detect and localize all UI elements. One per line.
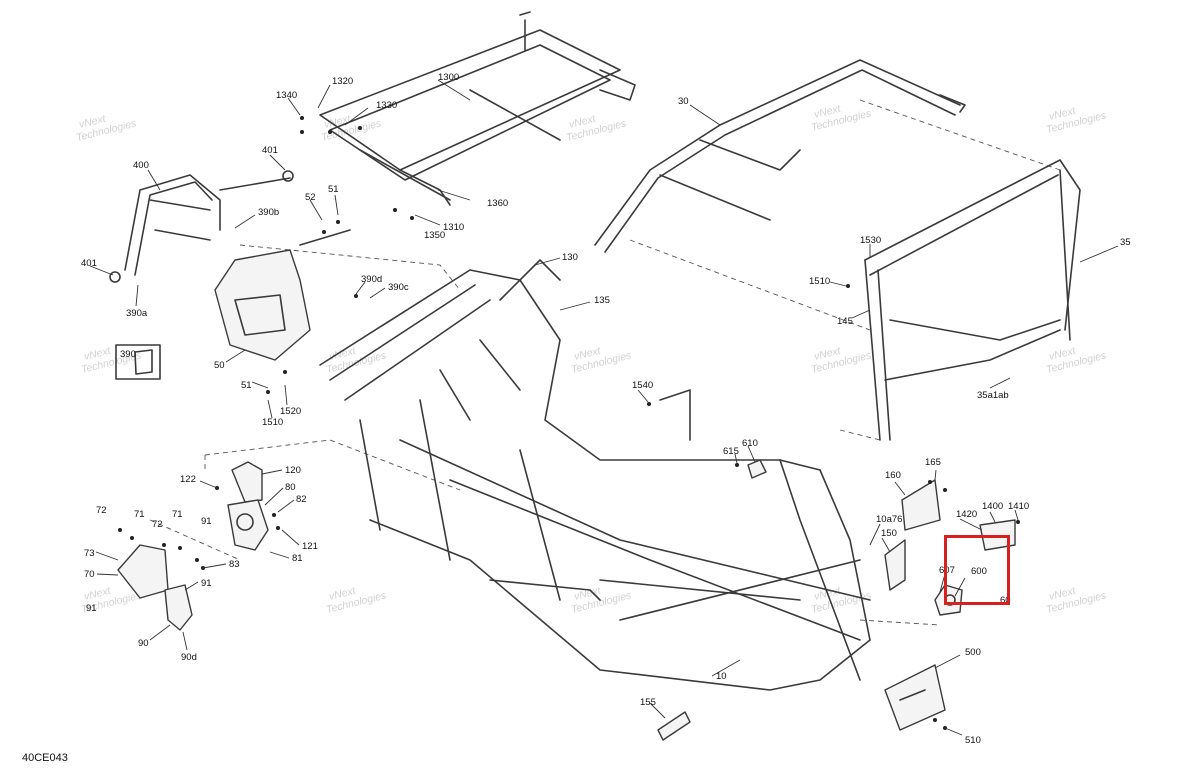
callout-51-bottom: 51	[241, 380, 252, 391]
callout-1420: 1420	[956, 509, 977, 520]
callout-510: 510	[965, 735, 981, 746]
part-120-bracket	[231, 461, 263, 503]
part-30-roof-cage	[594, 59, 966, 253]
callout-73: 73	[84, 548, 95, 559]
callout-120: 120	[285, 465, 301, 476]
callout-610: 610	[742, 438, 758, 449]
callout-30: 30	[678, 96, 689, 107]
callout-1540: 1540	[632, 380, 653, 391]
callout-401-left: 401	[81, 258, 97, 269]
part-610-mount	[747, 459, 767, 479]
callout-165: 165	[925, 457, 941, 468]
assembly-guides	[149, 99, 1061, 626]
callout-70: 70	[84, 569, 95, 580]
callout-1330: 1330	[376, 100, 397, 111]
callout-130: 130	[562, 252, 578, 263]
callout-1300: 1300	[438, 72, 459, 83]
callout-91-top: 91	[201, 516, 212, 527]
part-155-strip	[657, 711, 691, 741]
callout-390: 390	[120, 349, 136, 360]
callout-1360: 1360	[487, 198, 508, 209]
callout-1320: 1320	[332, 76, 353, 87]
callout-390a: 390a	[126, 308, 148, 319]
part-500-skid	[884, 664, 946, 731]
callout-90: 90	[138, 638, 149, 649]
callout-71-left: 71	[134, 509, 145, 520]
callout-51-top: 51	[328, 184, 339, 195]
callout-10: 10	[716, 671, 727, 682]
callout-91-mid: 91	[201, 578, 212, 589]
callout-81: 81	[292, 553, 303, 564]
callout-160: 160	[885, 470, 901, 481]
callout-82: 82	[296, 494, 307, 505]
leader-lines	[89, 79, 1119, 736]
callout-72-right: 72	[152, 519, 163, 530]
callout-122: 122	[180, 474, 196, 485]
callout-400: 400	[133, 160, 149, 171]
callout-72-left: 72	[96, 505, 107, 516]
part-1300-upper-frame	[319, 11, 636, 206]
part-50-bracket	[214, 229, 351, 361]
callout-60: 60	[1000, 595, 1011, 606]
callout-1520: 1520	[280, 406, 301, 417]
callout-83: 83	[229, 559, 240, 570]
callout-labels: 1300 1320 1340 1330 1360 1310 1350 30 40…	[81, 72, 1131, 746]
callout-50: 50	[214, 360, 225, 371]
callout-1410: 1410	[1008, 501, 1029, 512]
callout-390b: 390b	[258, 207, 279, 218]
callout-150: 150	[881, 528, 897, 539]
callout-35a1ab: 35a1ab	[977, 390, 1009, 401]
part-160-plate	[901, 479, 941, 531]
callout-35: 35	[1120, 237, 1131, 248]
callout-1530: 1530	[860, 235, 881, 246]
callout-1340: 1340	[276, 90, 297, 101]
callout-71-right: 71	[172, 509, 183, 520]
callout-500: 500	[965, 647, 981, 658]
callout-1310: 1310	[443, 222, 464, 233]
callout-121: 121	[302, 541, 318, 552]
highlight-box-part-600	[944, 535, 1010, 605]
callout-1510-left: 1510	[262, 417, 283, 428]
part-35-rear-cage	[864, 159, 1081, 441]
callout-10a76: 10a76	[876, 514, 902, 525]
callout-155: 155	[640, 697, 656, 708]
callout-80: 80	[285, 482, 296, 493]
callout-1400: 1400	[982, 501, 1003, 512]
callout-615: 615	[723, 446, 739, 457]
callout-145: 145	[837, 316, 853, 327]
part-80-bracket	[227, 499, 269, 551]
part-400-front-bumper	[109, 170, 294, 283]
part-390-inset-box	[115, 344, 161, 380]
part-10-main-frame	[319, 259, 871, 691]
callout-401-top: 401	[262, 145, 278, 156]
callout-91-bottom: 91	[86, 603, 97, 614]
part-150-plate	[884, 539, 906, 591]
fasteners	[118, 116, 1020, 730]
part-90-bracket	[164, 584, 193, 631]
callout-1350: 1350	[424, 230, 445, 241]
callout-1510-right: 1510	[809, 276, 830, 287]
callout-90d: 90d	[181, 652, 197, 663]
diagram-reference-code: 40CE043	[22, 752, 68, 764]
callout-600: 600	[971, 566, 987, 577]
callout-390d: 390d	[361, 274, 382, 285]
callout-135: 135	[594, 295, 610, 306]
callout-390c: 390c	[388, 282, 409, 293]
callout-52: 52	[305, 192, 316, 203]
part-70-bracket	[117, 544, 169, 599]
